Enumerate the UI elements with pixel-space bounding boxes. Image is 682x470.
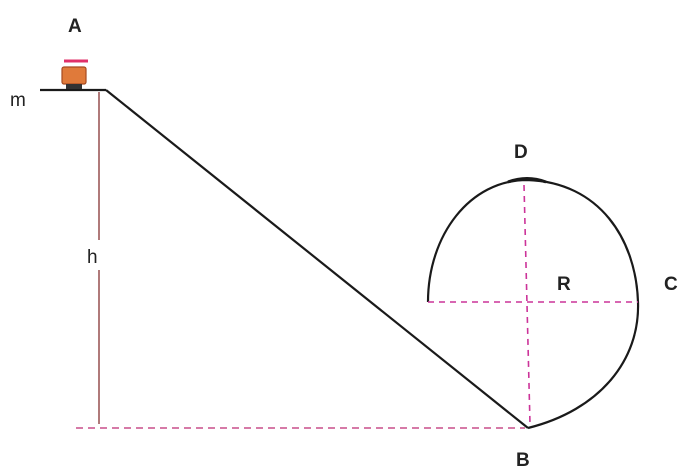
top-point-mark xyxy=(507,177,547,184)
label-B: B xyxy=(516,450,530,470)
cart-base xyxy=(66,84,82,89)
loop-track xyxy=(426,178,640,430)
label-m: m xyxy=(10,90,26,111)
label-A: A xyxy=(68,16,82,37)
label-C: C xyxy=(664,274,678,295)
cart-icon xyxy=(61,59,88,89)
vertical-diameter-dashed xyxy=(523,184,531,425)
cart-body xyxy=(61,66,87,85)
label-R: R xyxy=(557,274,571,295)
incline-slope xyxy=(105,89,529,429)
label-D: D xyxy=(514,142,528,163)
h-label-background xyxy=(84,240,120,270)
label-h: h xyxy=(87,247,98,268)
